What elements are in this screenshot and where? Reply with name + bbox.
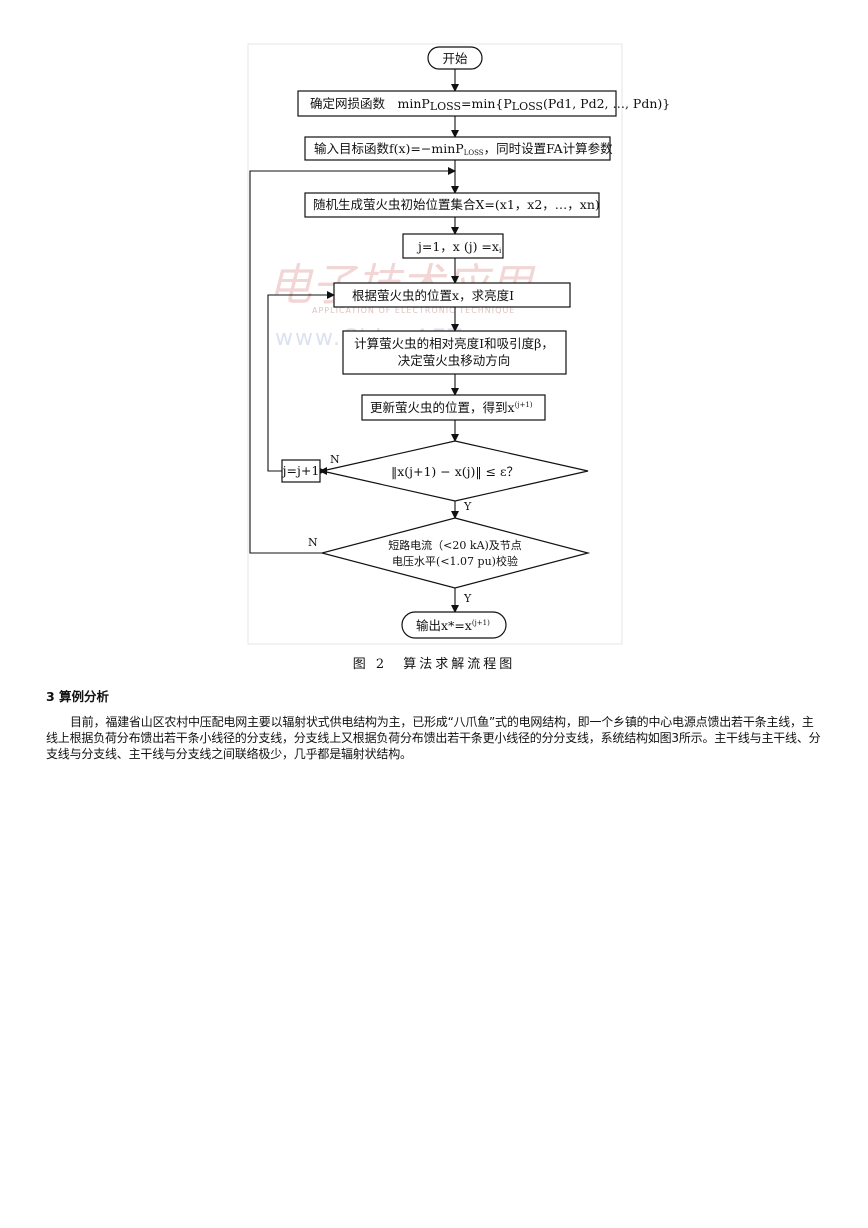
step6-line1: 计算萤火虫的相对亮度I和吸引度β，: [354, 336, 554, 351]
label-n1: N: [330, 453, 340, 466]
decision2-line2: 电压水平(<1.07 pu)校验: [392, 554, 518, 568]
figure-caption: 图 2 算法求解流程图: [352, 657, 516, 672]
step1-text: 确定网损函数 minPLOSS=min{PLOSS(Pd1, Pd2, …, P…: [310, 96, 670, 113]
algorithm-flowchart: 电子技术应用 APPLICATION OF ELECTRONIC TECHNIQ…: [247, 43, 670, 645]
step6-line2: 决定萤火虫移动方向: [398, 353, 511, 368]
step5-text: 根据萤火虫的位置x，求亮度I: [352, 288, 514, 303]
decision2-line1: 短路电流（<20 kA)及节点: [388, 538, 522, 552]
decision1-text: ‖x(j+1) − x(j)‖ ≤ ε？: [391, 464, 519, 479]
step-relative-brightness: [342, 330, 567, 375]
increment-text: j=j+1: [281, 463, 320, 478]
end-node: [401, 611, 507, 639]
label-y2: Y: [463, 592, 472, 605]
label-n2: N: [308, 536, 318, 549]
label-y1: Y: [463, 500, 472, 513]
step2-text: 输入目标函数f(x)=−minPLOSS，同时设置FA计算参数: [314, 141, 613, 157]
end-text: 输出x*=x(j+1): [416, 618, 490, 633]
section-title: 3 算例分析: [46, 689, 110, 704]
body-paragraph: 目前，福建省山区农村中压配电网主要以辐射状式供电结构为主，已形成“八爪鱼”式的电…: [46, 715, 821, 761]
step-update-position: [361, 394, 546, 421]
step7-text: 更新萤火虫的位置，得到x(j+1): [370, 400, 533, 415]
start-label: 开始: [442, 51, 468, 66]
step3-text: 随机生成萤火虫初始位置集合X=(x1，x2，…，xn): [313, 197, 600, 212]
step-input-objective: [304, 136, 611, 161]
step-init-j: [402, 233, 504, 259]
watermark-subtitle: APPLICATION OF ELECTRONIC TECHNIQUE: [312, 306, 515, 315]
step4-text: j=1，x (j) =xi: [416, 239, 502, 255]
step-define-loss-function: [297, 90, 617, 117]
step-random-init: [304, 192, 600, 218]
decision-short-circuit-check: [319, 517, 591, 589]
